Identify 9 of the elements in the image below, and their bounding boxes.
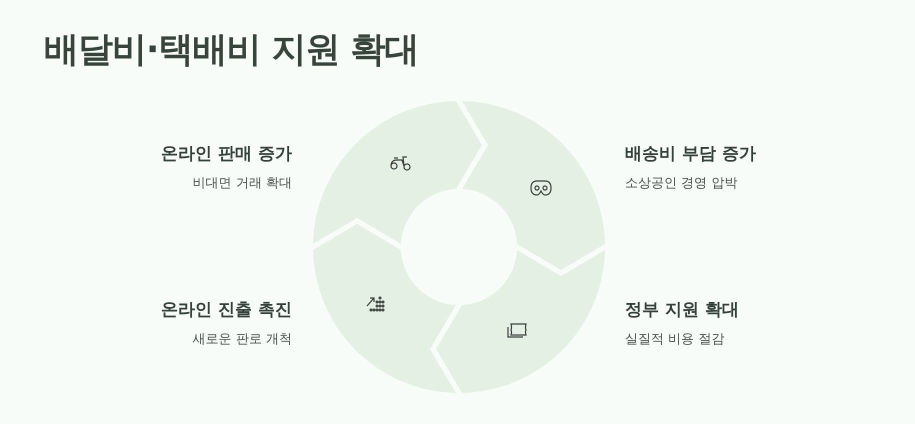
step-description: 실질적 비용 절감 (625, 331, 724, 348)
step-heading: 정부 지원 확대 (625, 299, 739, 321)
step-heading: 온라인 진출 촉진 (161, 299, 292, 321)
step-description: 새로운 판로 개척 (192, 331, 292, 348)
step-heading: 온라인 판매 증가 (161, 143, 292, 165)
step-description: 비대면 거래 확대 (192, 175, 292, 192)
step-heading: 배송비 부담 증가 (625, 143, 756, 165)
step-description: 소상공인 경영 압박 (625, 175, 738, 192)
title: 배달비·택배비 지원 확대 (44, 29, 419, 72)
